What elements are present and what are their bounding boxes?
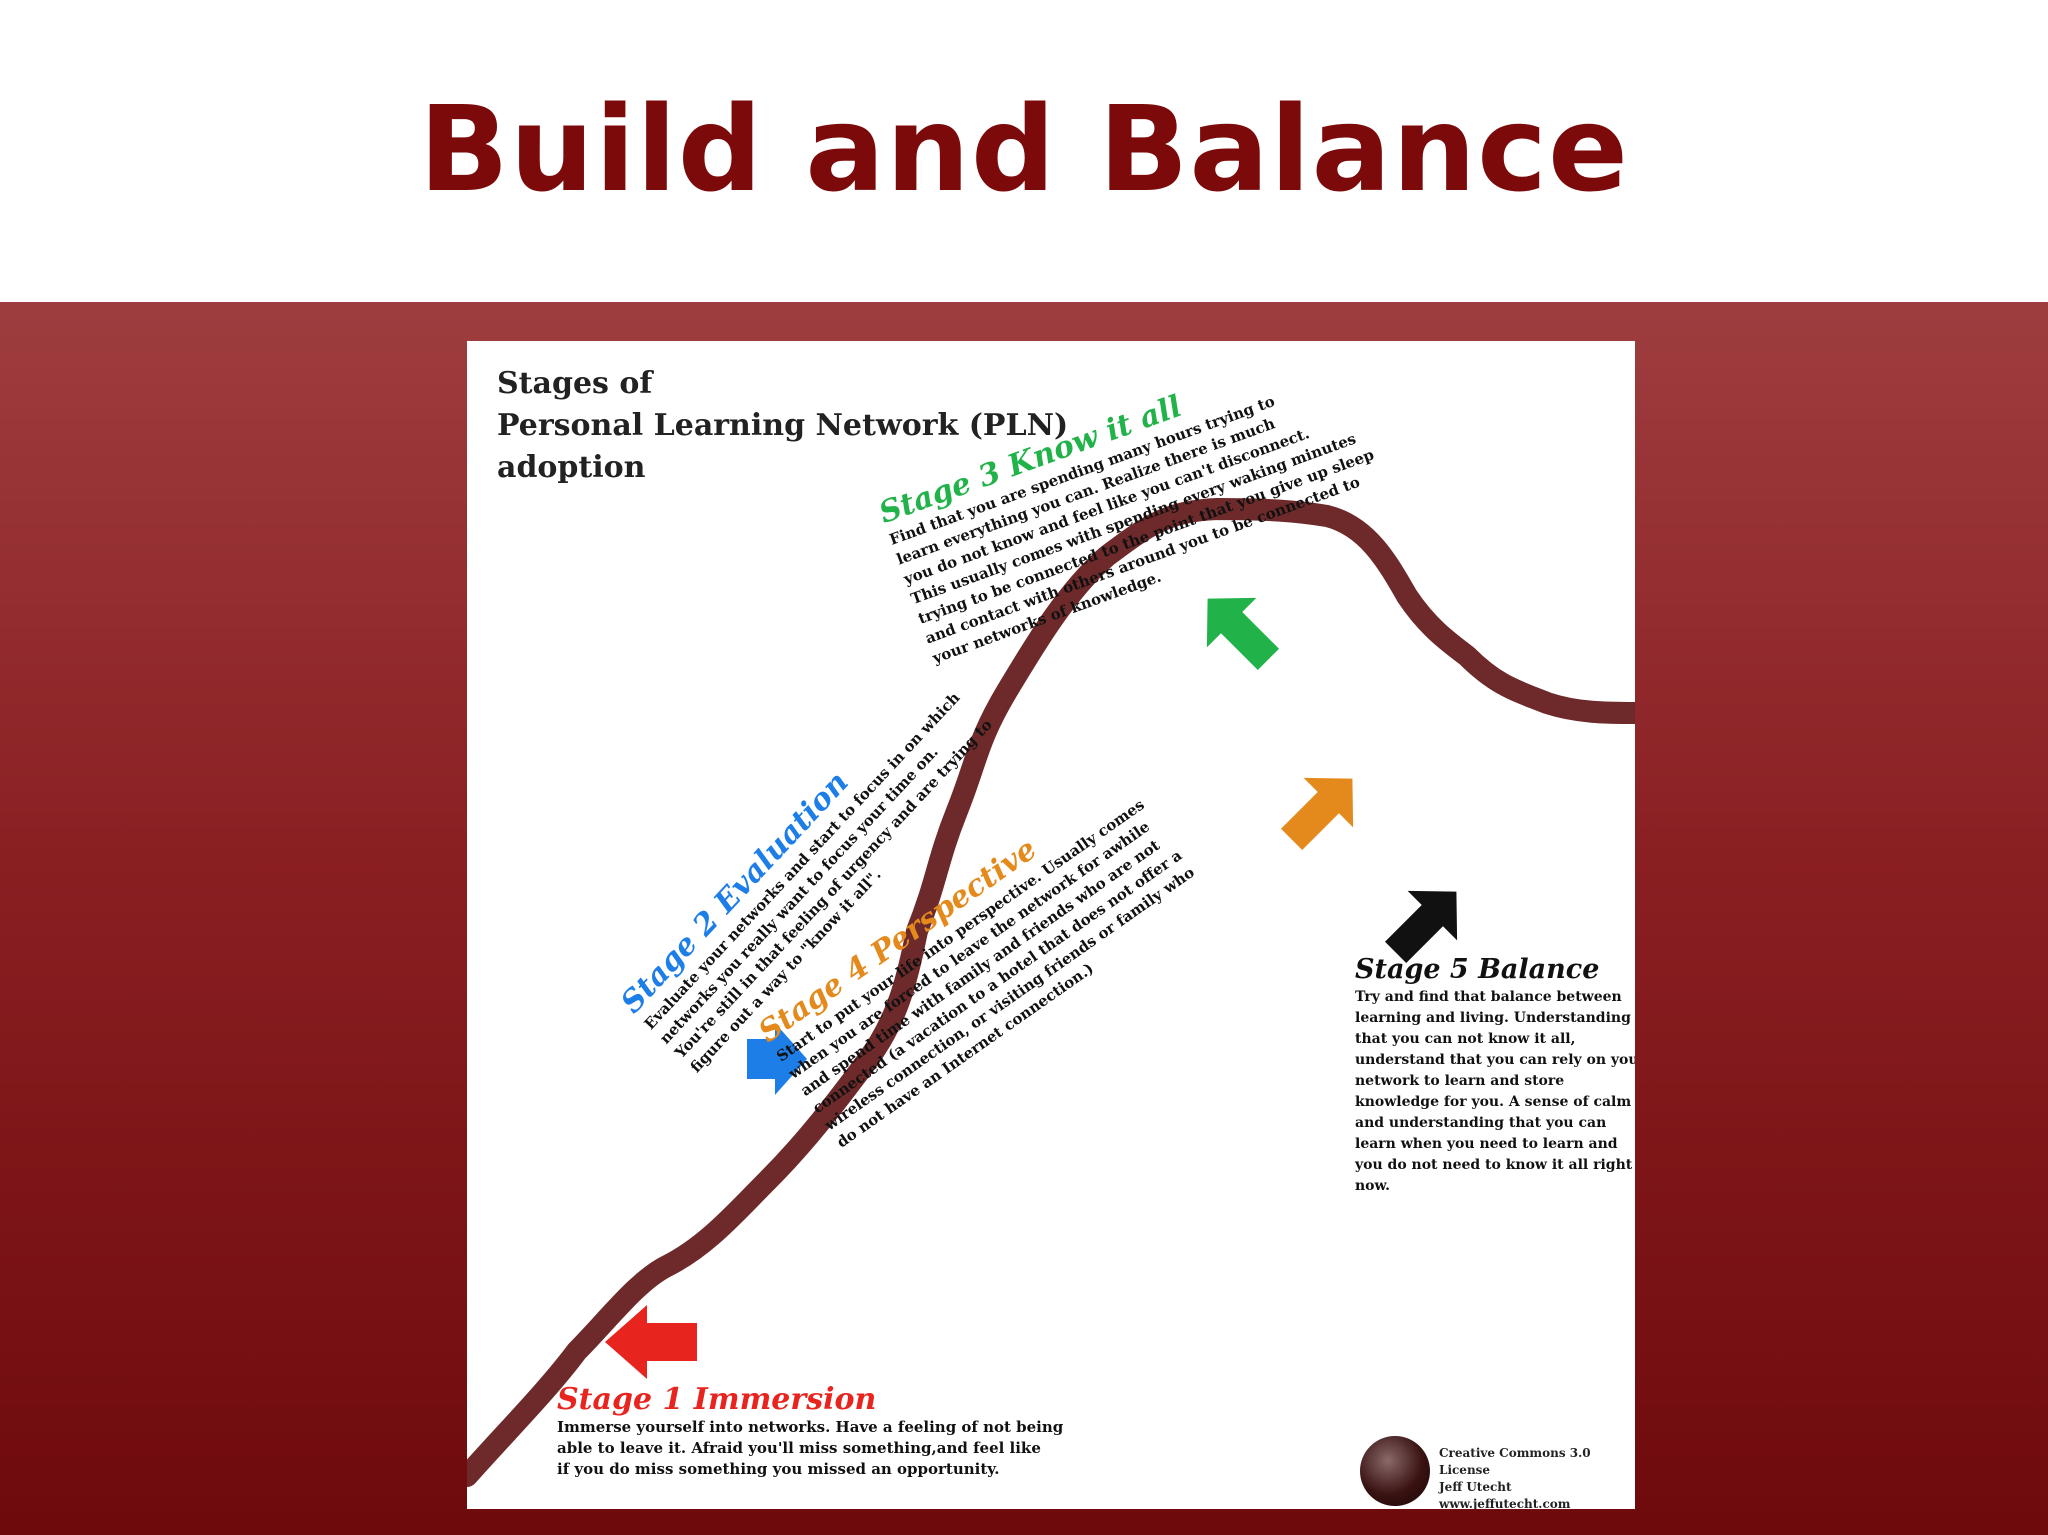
stage-1-text-line: Immerse yourself into networks. Have a f…	[557, 1418, 1064, 1436]
adoption-curve	[467, 498, 1635, 1487]
stage-1-text-line: if you do miss something you missed an o…	[557, 1460, 1000, 1478]
stage-1-title: Stage 1 Immersion	[557, 1382, 877, 1417]
license-credit: Creative Commons 3.0 License Jeff Utecht…	[1439, 1445, 1635, 1509]
heading-line: adoption	[497, 450, 646, 485]
stage-5-block: Stage 5 Balance Try and find that balanc…	[1355, 953, 1635, 1197]
arrow-right-icon	[747, 1023, 807, 1095]
slide-title: Build and Balance	[418, 80, 1630, 218]
stage-5-text-line: now.	[1355, 1178, 1391, 1194]
stage-5-text-line: and understanding that you can	[1355, 1115, 1607, 1131]
arrow-up-right-icon	[1384, 890, 1458, 964]
pln-diagram: Stages of Personal Learning Network (PLN…	[467, 341, 1635, 1509]
stage-5-text-line: learn when you need to learn and	[1355, 1136, 1618, 1152]
stage-1-block: Stage 1 Immersion Immerse yourself into …	[557, 1383, 1063, 1480]
stage-5-text-line: network to learn and store	[1355, 1073, 1565, 1089]
heading-line: Stages of	[497, 366, 653, 401]
arrow-down-left-icon	[1206, 597, 1280, 671]
author-logo	[1360, 1436, 1430, 1506]
stage-5-text-line: knowledge for you. A sense of calm	[1355, 1094, 1632, 1110]
stage-1-text-line: able to leave it. Afraid you'll miss som…	[557, 1439, 1041, 1457]
diagram-heading: Stages of Personal Learning Network (PLN…	[497, 363, 1068, 489]
heading-line: Personal Learning Network (PLN)	[497, 408, 1069, 443]
stage-5-text-line: learning and living. Understanding	[1355, 1010, 1631, 1026]
credit-line: Creative Commons 3.0 License	[1439, 1446, 1591, 1477]
credit-line: www.jeffutecht.com	[1439, 1497, 1571, 1509]
stage-5-text-line: Try and find that balance between	[1355, 989, 1622, 1005]
stage-5-text-line: understand that you can rely on your	[1355, 1052, 1635, 1068]
stage-1-text: Immerse yourself into networks. Have a f…	[557, 1417, 1063, 1480]
stage-5-title: Stage 5 Balance	[1355, 954, 1600, 985]
stage-5-text: Try and find that balance between learni…	[1355, 987, 1635, 1197]
arrow-up-right-icon	[1280, 777, 1354, 851]
arrow-left-icon	[605, 1305, 697, 1379]
stage-5-text-line: you do not need to know it all right	[1355, 1157, 1633, 1173]
stage-5-text-line: that you can not know it all,	[1355, 1031, 1576, 1047]
credit-line: Jeff Utecht	[1439, 1480, 1512, 1494]
